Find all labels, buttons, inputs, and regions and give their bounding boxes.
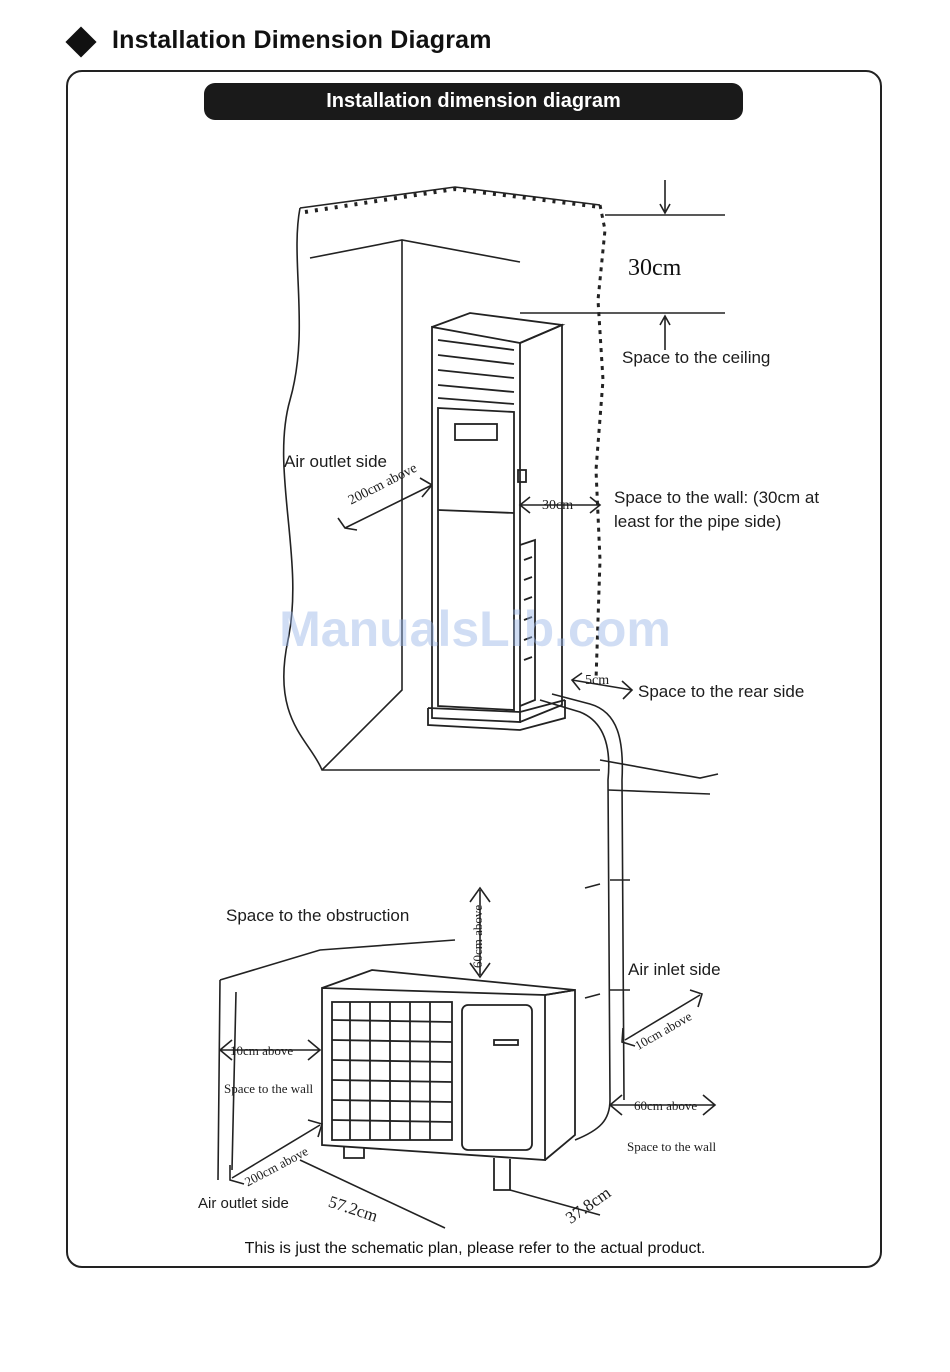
indoor-wall-label-line-1: Space to the wall: (30cm at [614, 488, 820, 507]
obstruction-dimension: 60cm above [470, 904, 485, 968]
left-wall-arrow [218, 1039, 322, 1061]
indoor-wall-arrow [518, 496, 602, 514]
indoor-outlet-arrow [337, 477, 433, 531]
outdoor-left-dimension: 10cm above [230, 1043, 294, 1058]
outdoor-left-wall-label: Space to the wall [224, 1081, 314, 1096]
wall-clip-2 [584, 989, 630, 999]
obstruction-arrow [469, 886, 491, 979]
indoor-rear-dimension: 5cm [585, 673, 610, 688]
diagram-banner: Installation dimension diagram [204, 83, 743, 120]
right-wall-arrow [608, 1094, 717, 1116]
schematic-note: This is just the schematic plan, please … [244, 1240, 706, 1257]
outdoor-right-dimension: 60cm above [634, 1098, 698, 1113]
page-title: Installation Dimension Diagram [112, 26, 492, 54]
ceiling-arrow-bottom [659, 314, 671, 350]
ceiling-arrow-top [659, 180, 671, 215]
indoor-rear-label: Space to the rear side [638, 682, 805, 701]
outdoor-outlet-label: Air outlet side [198, 1195, 289, 1212]
outdoor-back-wall [217, 939, 456, 1181]
outdoor-inlet-label: Air inlet side [628, 960, 721, 979]
back-ceiling-line [309, 239, 521, 263]
inlet-arrow [621, 989, 703, 1047]
watermark: ManualsLib.com [279, 601, 671, 657]
room-wall-outline [282, 207, 600, 771]
ceiling-dimension: 30cm [628, 255, 682, 281]
diagram-frame [66, 70, 882, 1268]
ceiling-dots [304, 186, 601, 214]
indoor-wall-label-line-2: least for the pipe side) [614, 512, 782, 531]
refrigerant-pipe [539, 693, 625, 1141]
obstruction-space-label: Space to the obstruction [226, 906, 410, 925]
outdoor-unit [321, 969, 576, 1191]
ceiling-space-label: Space to the ceiling [622, 348, 771, 367]
wall-clip-1 [584, 879, 630, 889]
wall-bracket [599, 759, 719, 795]
indoor-outlet-label: Air outlet side [284, 452, 387, 471]
outdoor-ground-line [299, 1159, 601, 1229]
room-corner-line [321, 240, 403, 771]
indoor-wall-dimension: 30cm [542, 498, 574, 513]
indoor-unit [427, 312, 566, 731]
outdoor-outlet-arrow [229, 1119, 324, 1185]
indoor-rear-arrow [570, 672, 634, 700]
outdoor-right-wall-label: Space to the wall [627, 1139, 717, 1154]
